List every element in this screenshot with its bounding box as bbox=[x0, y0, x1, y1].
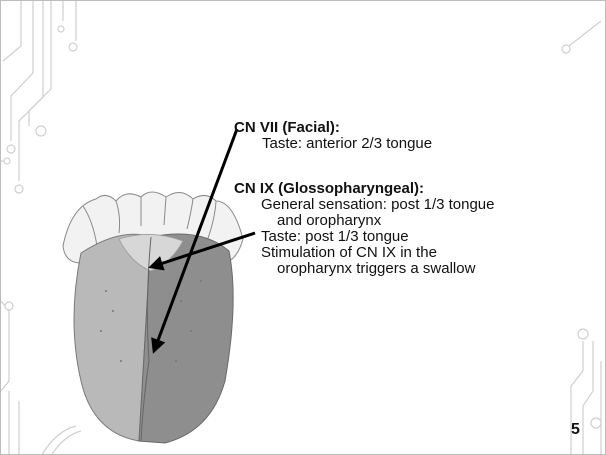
page-number: 5 bbox=[571, 421, 580, 439]
cn7-taste-line: Taste: anterior 2/3 tongue bbox=[234, 136, 594, 152]
cn9-line-swallow: oropharynx triggers a swallow bbox=[234, 261, 594, 277]
content-text: CN VII (Facial): Taste: anterior 2/3 ton… bbox=[234, 119, 594, 277]
cn9-line-taste: Taste: post 1/3 tongue bbox=[234, 229, 594, 245]
cn9-section: CN IX (Glossopharyngeal): General sensat… bbox=[234, 180, 594, 277]
cn9-line-stimulation: Stimulation of CN IX in the bbox=[234, 245, 594, 261]
cn9-heading: CN IX (Glossopharyngeal): bbox=[234, 180, 594, 197]
arrow-cn7 bbox=[154, 129, 237, 351]
cn9-line-general-sensation: General sensation: post 1/3 tongue bbox=[234, 197, 594, 213]
cn9-line-oropharynx: and oropharynx bbox=[234, 213, 594, 229]
cn7-heading: CN VII (Facial): bbox=[234, 119, 594, 136]
cn7-section: CN VII (Facial): Taste: anterior 2/3 ton… bbox=[234, 119, 594, 152]
